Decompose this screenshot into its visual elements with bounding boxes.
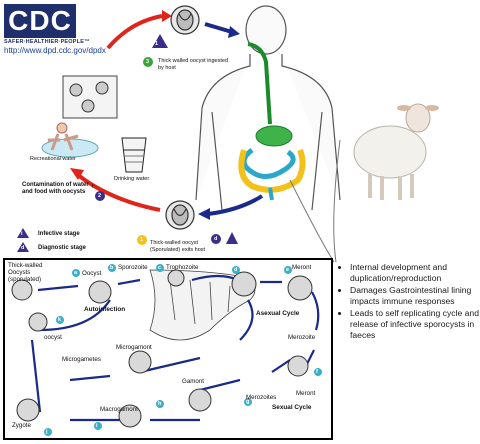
red-arrow-top: [106, 14, 163, 50]
sheep-illustration: [353, 103, 439, 200]
oocyst-a-label: Oocyst: [82, 270, 102, 277]
step1-triangle: [152, 34, 168, 48]
recreational-water-label: Recreational water: [30, 156, 76, 162]
meront-right-label: Meront: [296, 390, 316, 397]
lower-cycle-arrows: [30, 274, 320, 422]
legend-diagnostic-badge: d: [21, 245, 25, 251]
stage-letter-h: h: [158, 401, 162, 407]
macrogamont-label: Macrogamont: [100, 406, 138, 413]
trophozoite-label: Trophozoite: [166, 264, 199, 271]
legend-diagnostic-label: Diagnostic stage: [38, 245, 87, 251]
contamination-label: Contamination of water and food with ooc…: [22, 182, 89, 195]
red-arrowhead-bottom: [70, 168, 84, 180]
step1-badge-label: 1: [155, 41, 159, 47]
stage-letter-j: j: [46, 429, 48, 435]
legend-infective-badge: i: [21, 231, 23, 237]
cdc-logo: CDC: [4, 4, 76, 38]
blue-arrowhead-top: [228, 26, 240, 38]
asexual-cycle-label: Asexual Cycle: [256, 310, 300, 317]
step3-circle: [143, 57, 153, 67]
legend-diagnostic-triangle: [17, 242, 29, 252]
lower-organisms: [11, 269, 313, 428]
gamont-label: Gamont: [182, 378, 205, 385]
stage-letter-d: d: [234, 267, 238, 273]
bullet-item: Damages Gastrointestinal lining impacts …: [350, 285, 480, 306]
step2-badge-label: 2: [98, 193, 102, 199]
epithelium: [149, 269, 256, 341]
exit-letter: d: [214, 236, 218, 242]
drinking-glass: [121, 137, 147, 173]
step3-label: Thick walled oocyst ingested by host: [158, 58, 229, 71]
blue-arrow-bottom: [207, 194, 264, 216]
oocyst-top: [170, 5, 200, 35]
step2-circle: [95, 191, 105, 201]
contamination-letter: f: [92, 184, 94, 190]
legend-infective-label: Infective stage: [38, 231, 80, 237]
legend-infective-triangle: [17, 228, 29, 238]
red-arrow-bottom: [76, 173, 161, 212]
microgametes-label: Microgametes: [62, 356, 101, 363]
drinking-water-label: Drinking water: [114, 176, 150, 182]
thick-walled-label: Thick-walled Oocysts (sporulated): [8, 262, 43, 283]
oocyst-k-label: oocyst: [44, 334, 62, 341]
small-intestine: [241, 148, 296, 179]
esophagus: [247, 42, 272, 125]
colon-down: [268, 187, 274, 201]
source-url[interactable]: http://www.dpd.cdc.gov/dpdx: [4, 46, 106, 55]
bullet-item: Leads to self replicating cycle and rele…: [350, 308, 480, 340]
red-arrowhead-top: [162, 10, 172, 22]
stage-letter-k: k: [58, 317, 62, 323]
zygote-label: Zygote: [12, 422, 31, 429]
connector-line-2: [333, 139, 341, 263]
step3-badge-label: 3: [146, 59, 150, 65]
human-silhouette: [195, 5, 341, 211]
exit-triangle: [226, 232, 238, 244]
sporozoite-label: Sporozoite: [118, 264, 148, 271]
microgamont-label: Microgamont: [116, 344, 152, 351]
stage-letter-a: a: [74, 270, 78, 276]
exit-circle: [137, 235, 147, 245]
swimmers-illustration: [41, 122, 99, 158]
stage-letter-b: b: [110, 265, 114, 271]
sexual-cycle-label: Sexual Cycle: [272, 404, 312, 411]
stage-letter-c: c: [158, 265, 162, 271]
exit-badge-label: 1: [140, 237, 144, 243]
merozoites-label: Merozoites: [246, 394, 277, 401]
cdc-tagline: SAFER·HEALTHIER·PEOPLE™: [4, 39, 90, 45]
bullet-item: Internal development and duplication/rep…: [350, 262, 480, 283]
blue-arrowhead-bottom: [198, 208, 210, 220]
stage-letter-i: i: [96, 423, 98, 429]
stage-letter-f: f: [316, 369, 318, 375]
oocyst-panel: [62, 75, 118, 119]
exit-d-circle: [211, 234, 221, 244]
stage-letter-badges: [44, 264, 322, 436]
stage-letter-e: e: [286, 267, 290, 273]
stage-letter-g: g: [246, 399, 250, 405]
connector-line: [289, 179, 335, 263]
blue-arrow-top: [204, 22, 233, 34]
summary-bullets: Internal development and duplication/rep…: [338, 262, 480, 342]
stomach: [255, 125, 293, 147]
lower-cycle-box: [3, 258, 333, 440]
oocyst-bottom: [165, 200, 195, 230]
autoinfection-label: Autoinfection: [84, 306, 126, 313]
exit-label: Thick-walled oocyst (Sporulated) exits h…: [150, 240, 206, 253]
merozoite-label: Merozoite: [288, 334, 316, 341]
meront-top-label: Meront: [292, 264, 312, 271]
large-intestine: [238, 148, 306, 193]
